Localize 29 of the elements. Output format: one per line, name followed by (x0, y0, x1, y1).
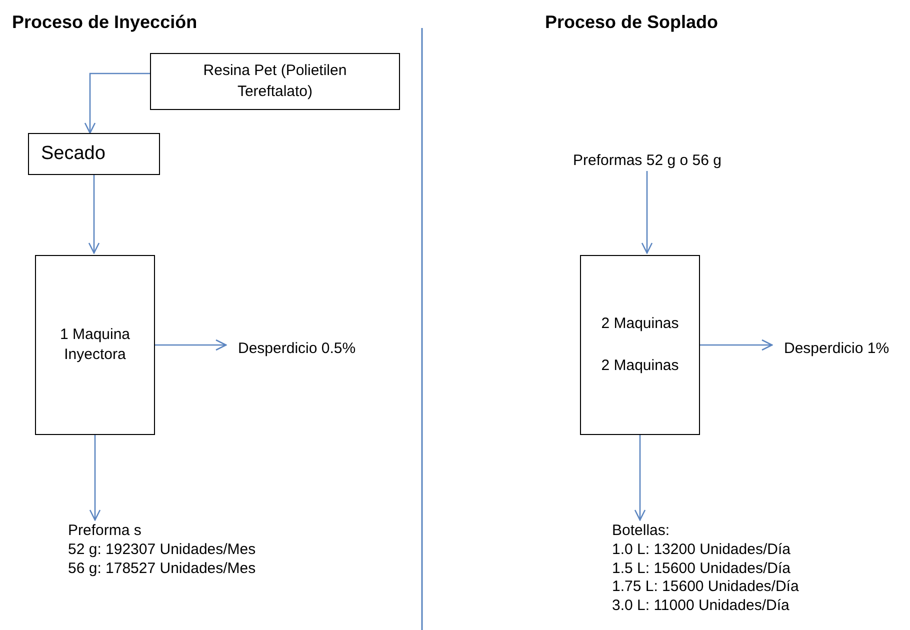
node-text: 1.5 L: 15600 Unidades/Día (612, 560, 792, 578)
process-box (150, 53, 400, 110)
process-box (35, 255, 155, 435)
arrow (84, 72, 150, 134)
node-text: 2 Maquinas (601, 314, 679, 334)
arrow (89, 435, 101, 521)
node-text: Desperdicio 1% (784, 340, 890, 359)
arrow (700, 339, 773, 351)
node-text: 1.0 L: 13200 Unidades/Día (612, 540, 792, 560)
section-heading: Proceso de Soplado (545, 12, 718, 33)
node-text: Botellas: (612, 522, 671, 541)
node-text: Desperdicio 0.5% (238, 340, 356, 359)
node-text: Preformas 52 g o 56 g (573, 152, 722, 171)
arrow (641, 171, 653, 254)
node-text: 1 Maquina Inyectora (58, 324, 132, 365)
arrow (88, 175, 100, 254)
node-text: 1.75 L: 15600 Unidades/Día (612, 578, 799, 597)
arrow (634, 435, 646, 521)
node-text: 52 g: 192307 Unidades/Mes (68, 540, 256, 560)
arrow (155, 339, 227, 351)
node-text: Resina Pet (Polietilen Tereftalato) (202, 61, 348, 102)
process-box (28, 133, 160, 175)
node-text: 3.0 L: 11000 Unidades/Día (612, 597, 790, 616)
node-text: Secado (41, 142, 106, 166)
node-text: Preforma s (68, 522, 142, 541)
section-heading: Proceso de Inyección (12, 12, 198, 33)
process-box (580, 255, 700, 435)
node-text: 2 Maquinas (601, 356, 679, 376)
node-text: 56 g: 178527 Unidades/Mes (68, 560, 256, 578)
